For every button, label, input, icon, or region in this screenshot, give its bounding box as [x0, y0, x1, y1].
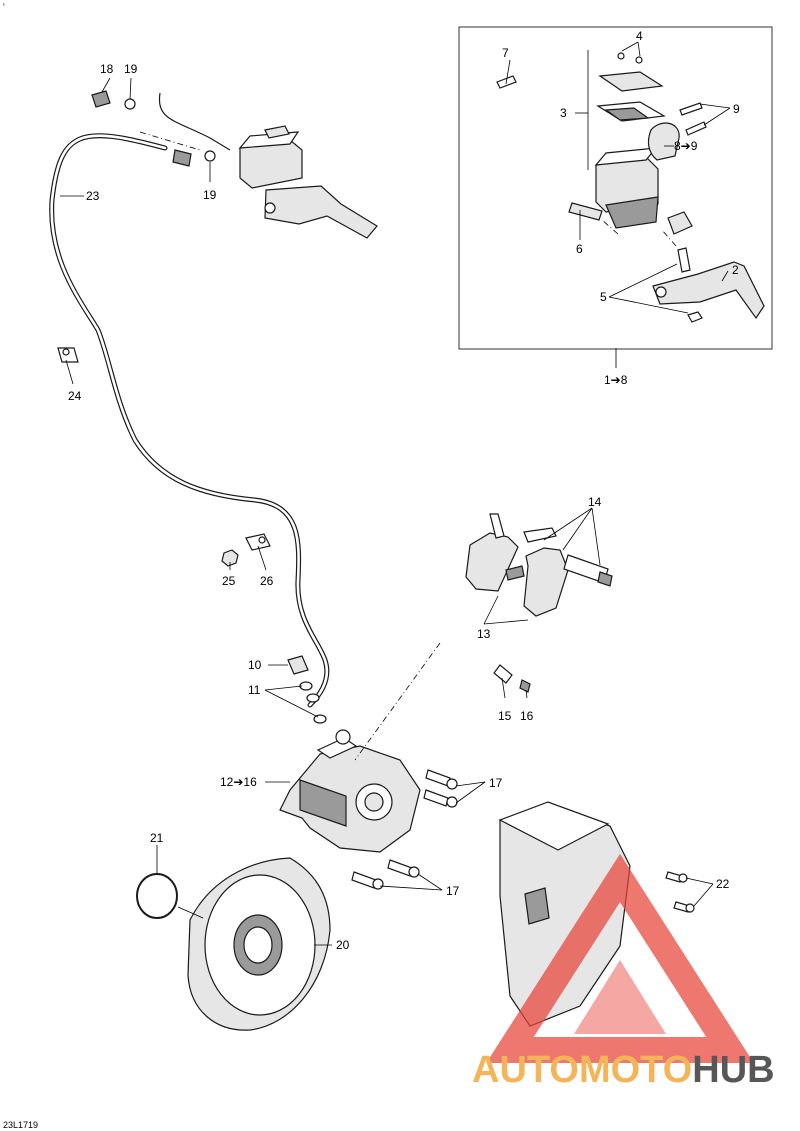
heat-shield [498, 801, 695, 1027]
callout-1-to-8: 1➔8 [604, 373, 628, 387]
brake-hose [49, 133, 330, 708]
brake-caliper [279, 729, 421, 853]
callout-21: 21 [150, 831, 164, 845]
callout-19-upper: 19 [124, 62, 138, 76]
callout-6: 6 [576, 242, 583, 256]
callout-2: 2 [732, 263, 739, 277]
callout-5: 5 [600, 290, 607, 304]
callout-23: 23 [86, 189, 100, 203]
callout-4: 4 [636, 29, 643, 43]
master-cylinder-kit-inset [458, 26, 773, 350]
callout-18: 18 [100, 62, 114, 76]
o-ring [136, 873, 178, 919]
callout-25: 25 [222, 574, 236, 588]
callout-24: 24 [68, 389, 82, 403]
watermark-text: AUTOMOTOHUB [472, 1049, 775, 1091]
callout-3: 3 [560, 106, 567, 120]
watermark-part2: HUB [692, 1049, 774, 1091]
callout-9: 9 [733, 102, 740, 116]
figure-code: 23L1719 [3, 1120, 38, 1130]
callout-8-to-9: 8➔9 [674, 139, 698, 153]
caliper-banjo [287, 655, 327, 724]
callout-7: 7 [502, 46, 509, 60]
callout-26: 26 [260, 574, 274, 588]
callouts: 1➔8 2 3 4 5 6 7 8➔9 9 10 11 12➔16 13 14 … [60, 29, 740, 952]
callout-17-upper: 17 [489, 776, 503, 790]
caliper-bolts [351, 769, 458, 890]
bleed-screw [493, 664, 531, 693]
callout-15: 15 [498, 709, 512, 723]
callout-22: 22 [716, 877, 730, 891]
callout-17-lower: 17 [446, 884, 460, 898]
callout-16: 16 [520, 709, 534, 723]
callout-14: 14 [588, 495, 602, 509]
callout-11: 11 [248, 683, 261, 697]
callout-20: 20 [336, 938, 350, 952]
nut-and-clip [221, 533, 271, 567]
hose-clip [57, 347, 79, 363]
callout-10: 10 [248, 658, 262, 672]
brake-disc [187, 857, 331, 1031]
triangle-logo-icon [486, 853, 754, 1063]
watermark-part1: AUTOMOTO [472, 1049, 692, 1091]
callout-19-lower: 19 [203, 188, 217, 202]
callout-13: 13 [477, 627, 491, 641]
handlebar-master-cylinder [158, 92, 378, 239]
callout-12-to-16: 12➔16 [220, 775, 257, 789]
corner-mark: ' [3, 2, 5, 12]
automotohub-watermark: AUTOMOTOHUB [472, 853, 775, 1091]
brake-pads [465, 513, 613, 617]
